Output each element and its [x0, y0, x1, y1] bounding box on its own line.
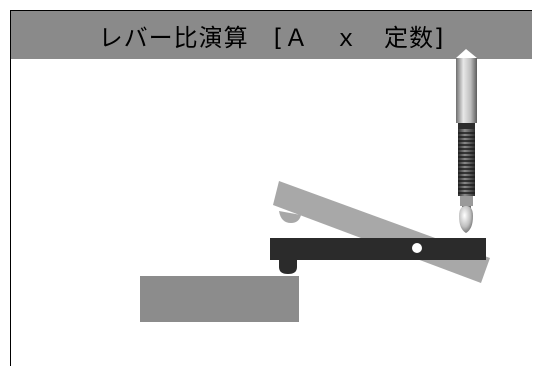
lever-tilted-ghost — [273, 181, 490, 283]
lever-diagram — [140, 49, 490, 322]
base-block — [140, 276, 299, 322]
circle-hole-icon — [410, 241, 424, 255]
lever-active — [270, 238, 486, 274]
title-bar: レバー比演算 [Ａ ｘ 定数] — [11, 11, 532, 59]
diagram-frame: レバー比演算 [Ａ ｘ 定数] — [10, 10, 532, 366]
page-title: レバー比演算 [Ａ ｘ 定数] — [98, 23, 445, 52]
probe — [456, 49, 477, 233]
